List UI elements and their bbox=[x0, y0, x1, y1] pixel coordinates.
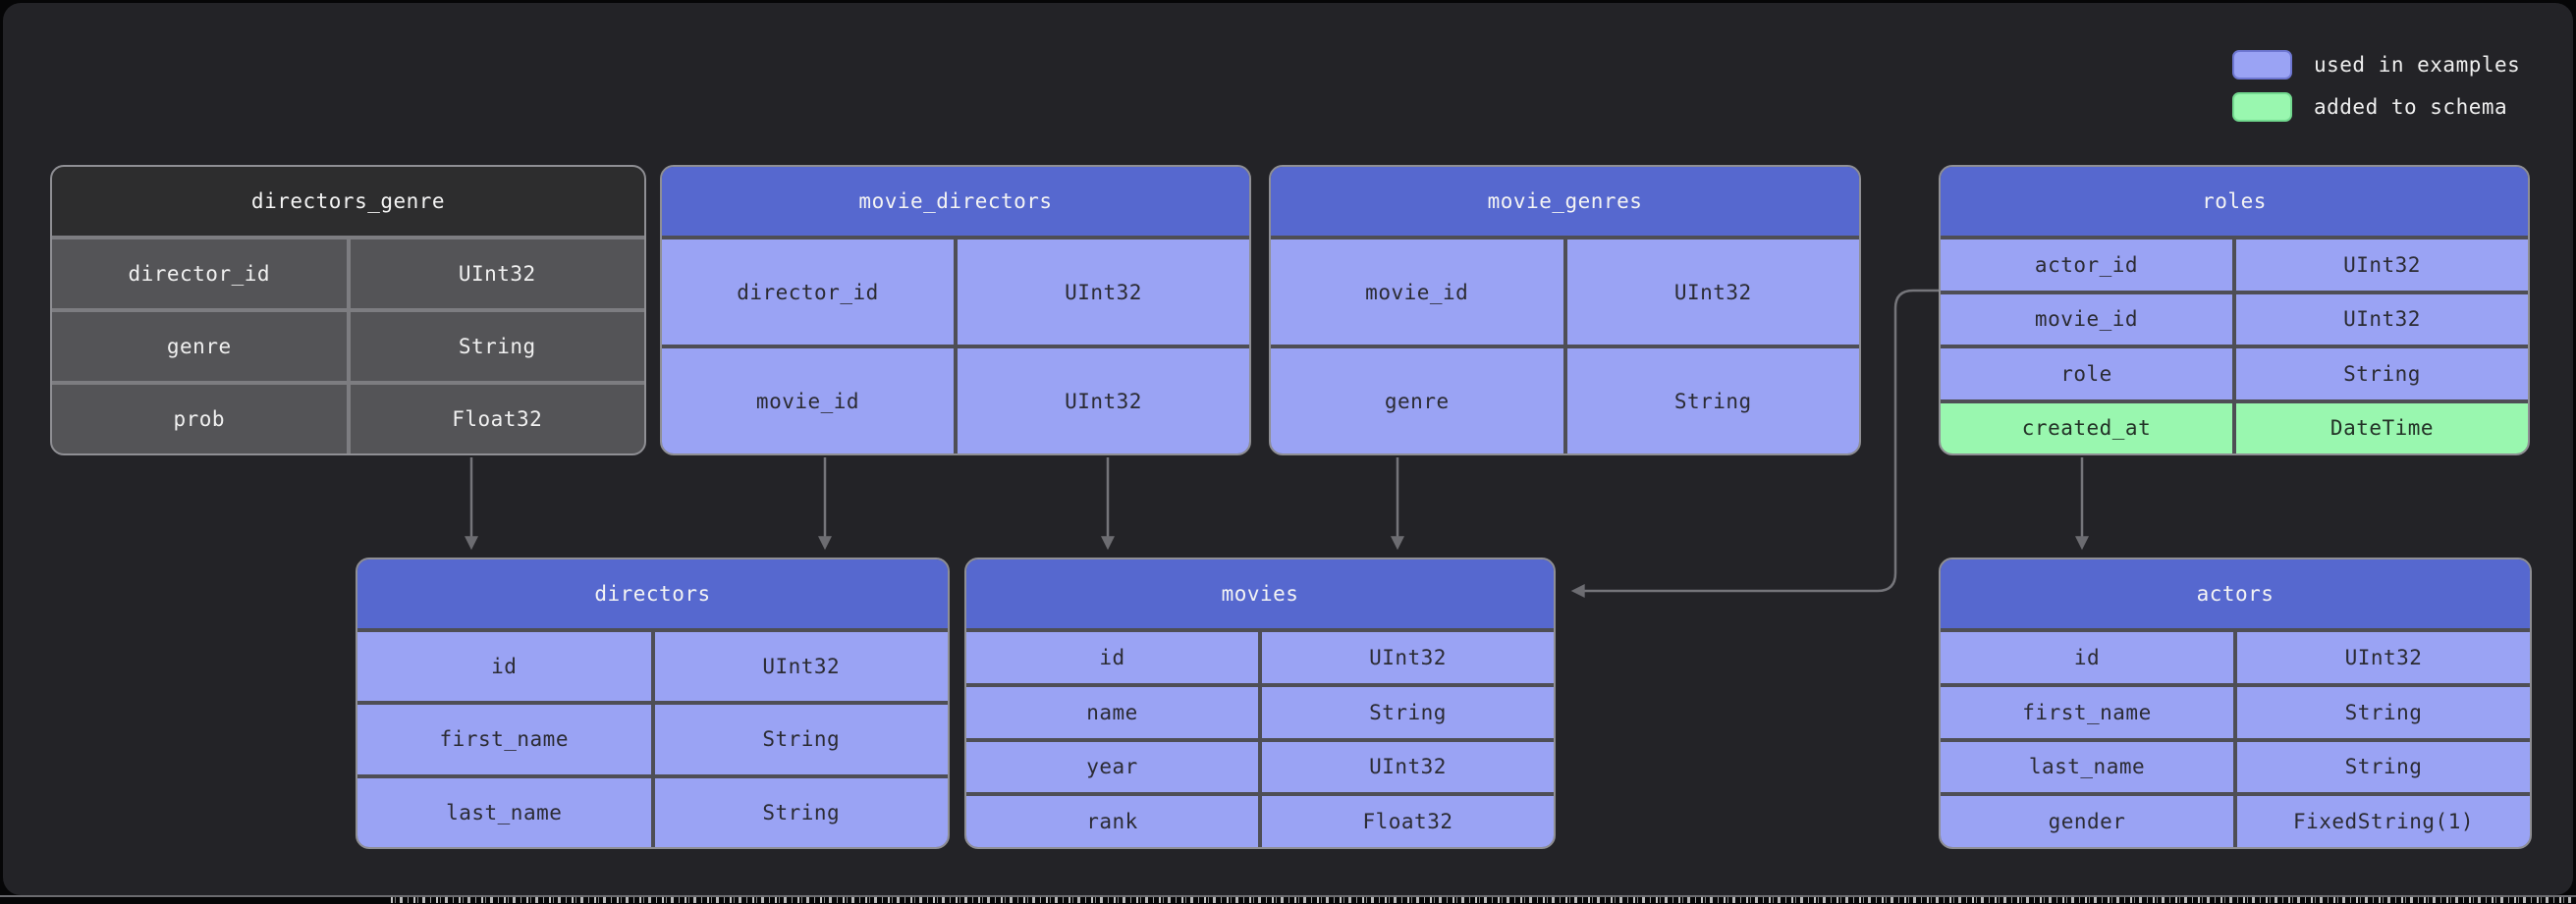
field-type-cell: UInt32 bbox=[350, 239, 644, 308]
table-title: directors_genre bbox=[52, 167, 644, 236]
field-name-cell: movie_id bbox=[1271, 239, 1563, 345]
field-type-cell: Float32 bbox=[350, 385, 644, 453]
field-name-cell: last_name bbox=[357, 777, 651, 847]
field-name-cell: director_id bbox=[52, 239, 347, 308]
table-title: directors bbox=[357, 559, 948, 628]
table-roles: roles actor_id UInt32 movie_id UInt32 ro… bbox=[1939, 165, 2530, 455]
field-name-cell: prob bbox=[52, 385, 347, 453]
table-actors: actors id UInt32 first_name String last_… bbox=[1939, 558, 2532, 849]
field-name-cell: year bbox=[966, 741, 1258, 793]
clipped-content-divider bbox=[0, 895, 2576, 897]
field-name-cell: movie_id bbox=[1941, 293, 2232, 345]
field-type-cell-added: DateTime bbox=[2236, 402, 2528, 453]
table-title: movie_directors bbox=[662, 167, 1249, 236]
field-type-cell: FixedString(1) bbox=[2237, 796, 2530, 847]
field-type-cell: String bbox=[654, 705, 948, 774]
field-type-cell: String bbox=[2237, 741, 2530, 793]
table-title: movie_genres bbox=[1271, 167, 1859, 236]
field-name-cell: genre bbox=[1271, 348, 1563, 453]
field-name-cell: director_id bbox=[662, 239, 954, 345]
field-name-cell: role bbox=[1941, 348, 2232, 399]
field-type-cell: UInt32 bbox=[2236, 239, 2528, 291]
field-name-cell: id bbox=[966, 632, 1258, 683]
field-type-cell: UInt32 bbox=[654, 632, 948, 702]
field-type-cell: UInt32 bbox=[958, 239, 1249, 345]
field-type-cell: String bbox=[1262, 686, 1554, 738]
legend-swatch-used-in-examples bbox=[2232, 50, 2292, 80]
field-type-cell: String bbox=[2236, 348, 2528, 399]
field-type-cell: UInt32 bbox=[2236, 293, 2528, 345]
field-type-cell: String bbox=[350, 312, 644, 381]
field-name-cell: name bbox=[966, 686, 1258, 738]
field-name-cell: first_name bbox=[1941, 686, 2233, 738]
legend-swatch-added-to-schema bbox=[2232, 92, 2292, 122]
table-title: movies bbox=[966, 559, 1554, 628]
table-movie_directors: movie_directors director_id UInt32 movie… bbox=[660, 165, 1251, 455]
field-type-cell: UInt32 bbox=[1566, 239, 1859, 345]
field-type-cell: Float32 bbox=[1262, 796, 1554, 847]
field-name-cell: genre bbox=[52, 312, 347, 381]
field-type-cell: String bbox=[2237, 686, 2530, 738]
table-movies: movies id UInt32 name String year UInt32… bbox=[964, 558, 1556, 849]
field-type-cell: UInt32 bbox=[2237, 632, 2530, 683]
table-title: roles bbox=[1941, 167, 2528, 236]
field-type-cell: UInt32 bbox=[958, 348, 1249, 453]
field-name-cell: gender bbox=[1941, 796, 2233, 847]
field-name-cell-added: created_at bbox=[1941, 402, 2232, 453]
field-name-cell: movie_id bbox=[662, 348, 954, 453]
field-name-cell: last_name bbox=[1941, 741, 2233, 793]
field-type-cell: String bbox=[654, 777, 948, 847]
table-directors_genre: directors_genre director_id UInt32 genre… bbox=[50, 165, 646, 455]
field-type-cell: UInt32 bbox=[1262, 741, 1554, 793]
field-name-cell: id bbox=[1941, 632, 2233, 683]
table-movie_genres: movie_genres movie_id UInt32 genre Strin… bbox=[1269, 165, 1861, 455]
field-name-cell: first_name bbox=[357, 705, 651, 774]
field-name-cell: rank bbox=[966, 796, 1258, 847]
field-type-cell: String bbox=[1566, 348, 1859, 453]
clipped-content-strip bbox=[391, 897, 2576, 903]
field-name-cell: id bbox=[357, 632, 651, 702]
table-title: actors bbox=[1941, 559, 2530, 628]
field-name-cell: actor_id bbox=[1941, 239, 2232, 291]
legend-label: added to schema bbox=[2314, 95, 2508, 119]
field-type-cell: UInt32 bbox=[1262, 632, 1554, 683]
legend-label: used in examples bbox=[2314, 53, 2521, 77]
table-directors: directors id UInt32 first_name String la… bbox=[356, 558, 950, 849]
